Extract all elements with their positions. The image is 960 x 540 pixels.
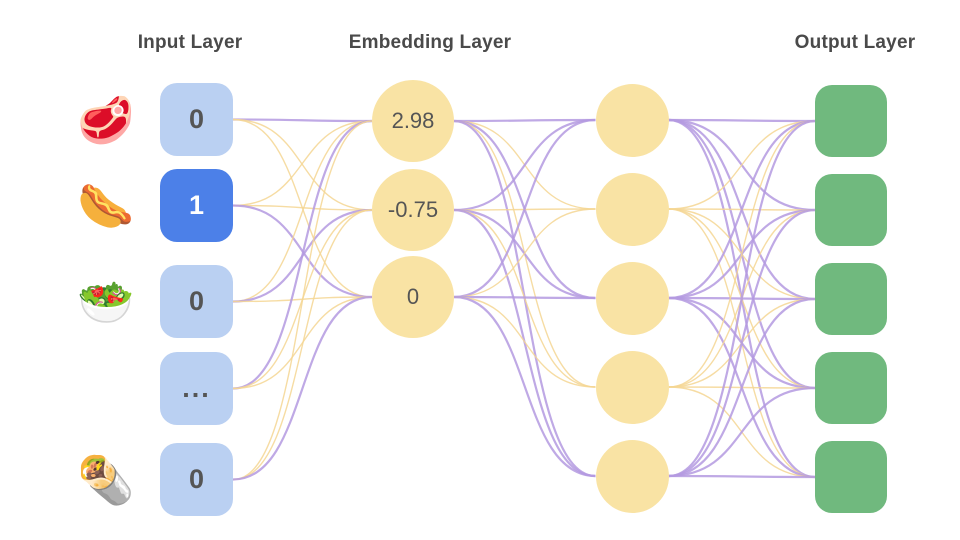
output-node-3[interactable] (815, 352, 887, 424)
input-node-ellipsis[interactable]: ... (160, 352, 233, 425)
input-node-0[interactable]: 0 (160, 83, 233, 156)
hot-dog-emoji: 🌭 (77, 180, 135, 232)
hidden-node-1[interactable] (596, 173, 669, 246)
input-node-2[interactable]: 0 (160, 265, 233, 338)
output-node-1[interactable] (815, 174, 887, 246)
output-node-4[interactable] (815, 441, 887, 513)
input-node-1[interactable]: 1 (160, 169, 233, 242)
hidden-node-0[interactable] (596, 84, 669, 157)
embedding-node-2[interactable]: 0 (372, 256, 454, 338)
input-node-4[interactable]: 0 (160, 443, 233, 516)
hidden-node-2[interactable] (596, 262, 669, 335)
output-layer-title: Output Layer (794, 32, 916, 53)
embedding-node-0[interactable]: 2.98 (372, 80, 454, 162)
hidden-node-4[interactable] (596, 440, 669, 513)
green-salad-emoji: 🥗 (77, 276, 135, 328)
embedding-layer-title: Embedding Layer (348, 32, 512, 53)
cut-of-meat-emoji: 🥩 (77, 94, 135, 146)
hidden-node-3[interactable] (596, 351, 669, 424)
input-ellipsis-label: ... (182, 373, 211, 404)
output-node-0[interactable] (815, 85, 887, 157)
input-layer-title: Input Layer (137, 32, 243, 53)
embedding-node-1[interactable]: -0.75 (372, 169, 454, 251)
burrito-emoji: 🌯 (77, 454, 135, 506)
output-node-2[interactable] (815, 263, 887, 335)
